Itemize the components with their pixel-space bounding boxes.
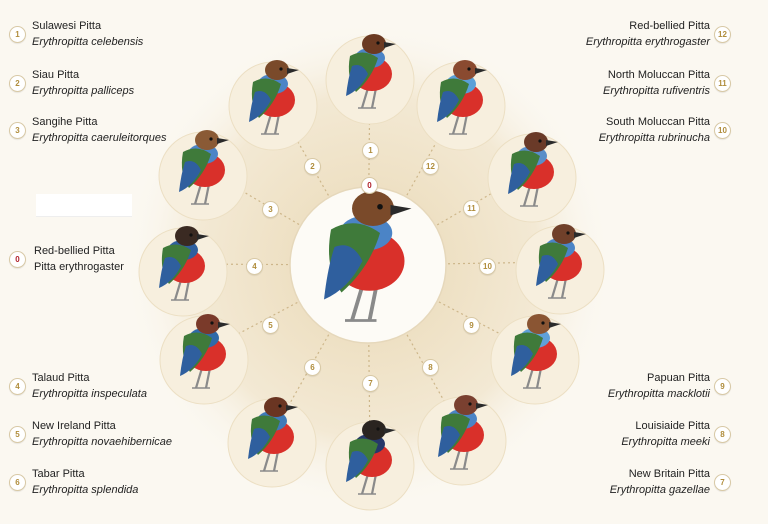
- scientific-name: Erythropitta caeruleitorques: [32, 132, 167, 144]
- badge-5: 5: [9, 426, 26, 443]
- pitta-bird-icon: [248, 397, 298, 472]
- pitta-bird-icon: [508, 132, 558, 207]
- scientific-name: Pitta erythrogaster: [34, 261, 124, 273]
- badge-4: 4: [9, 378, 26, 395]
- center-badge-0: 0: [361, 177, 378, 194]
- scientific-name: Erythropitta celebensis: [32, 36, 144, 48]
- badge-2: 2: [9, 75, 26, 92]
- scientific-name: Erythropitta rufiventris: [603, 85, 710, 97]
- badge-8: 8: [714, 426, 731, 443]
- pitta-bird-icon: [536, 224, 586, 299]
- pitta-bird-icon: [346, 34, 396, 109]
- scientific-name: Erythropitta meeki: [621, 436, 710, 448]
- common-name: Sulawesi Pitta: [32, 20, 102, 32]
- wheel-badge-10: 10: [479, 258, 496, 275]
- common-name: South Moluccan Pitta: [606, 116, 710, 128]
- wheel-badge-2: 2: [304, 158, 321, 175]
- wheel-badge-9: 9: [463, 317, 480, 334]
- badge-3: 3: [9, 122, 26, 139]
- badge-11: 11: [714, 75, 731, 92]
- pitta-bird-icon: [511, 314, 561, 389]
- wheel-badge-8: 8: [422, 359, 439, 376]
- wheel-badge-3: 3: [262, 201, 279, 218]
- badge-12: 12: [714, 26, 731, 43]
- common-name: Siau Pitta: [32, 69, 80, 81]
- common-name: Papuan Pitta: [647, 372, 710, 384]
- scientific-name: Erythropitta rubrinucha: [598, 132, 710, 144]
- common-name: Tabar Pitta: [32, 468, 85, 480]
- scientific-name: Erythropitta palliceps: [32, 85, 135, 97]
- wheel-badge-11: 11: [463, 200, 480, 217]
- badge-0: 0: [9, 251, 26, 268]
- common-name: North Moluccan Pitta: [607, 69, 710, 81]
- common-name: New Britain Pitta: [628, 468, 710, 480]
- badge-7: 7: [714, 474, 731, 491]
- badge-9: 9: [714, 378, 731, 395]
- scientific-name: Erythropitta splendida: [32, 484, 139, 496]
- common-name: Talaud Pitta: [32, 372, 90, 384]
- common-name: Red-bellied Pitta: [629, 20, 710, 32]
- blank-box: [36, 194, 132, 217]
- badge-6: 6: [9, 474, 26, 491]
- scientific-name: Erythropitta gazellae: [609, 484, 710, 496]
- pitta-bird-icon: [438, 395, 488, 470]
- scientific-name: Erythropitta inspeculata: [32, 388, 147, 400]
- wheel-badge-7: 7: [362, 375, 379, 392]
- common-name: Sangihe Pitta: [32, 116, 98, 128]
- scientific-name: Erythropitta macklotii: [607, 388, 710, 400]
- common-name: Louisiaide Pitta: [635, 420, 710, 432]
- pitta-bird-icon: [346, 420, 396, 495]
- bird-illustrations: [159, 34, 586, 495]
- pitta-bird-icon: [437, 60, 487, 135]
- pitta-bird-icon: [249, 60, 299, 135]
- wheel-badge-12: 12: [422, 158, 439, 175]
- wheel-badge-1: 1: [362, 142, 379, 159]
- wheel-badge-4: 4: [246, 258, 263, 275]
- wheel-badge-5: 5: [262, 317, 279, 334]
- wheel-badge-6: 6: [304, 359, 321, 376]
- scientific-name: Erythropitta novaehibernicae: [32, 436, 173, 448]
- pitta-bird-icon: [159, 226, 209, 301]
- badge-10: 10: [714, 122, 731, 139]
- pitta-bird-icon: [324, 191, 412, 322]
- pitta-bird-icon: [179, 130, 229, 205]
- common-name: New Ireland Pitta: [32, 420, 116, 432]
- badge-1: 1: [9, 26, 26, 43]
- scientific-name: Erythropitta erythrogaster: [585, 36, 710, 48]
- pitta-bird-icon: [180, 314, 230, 389]
- common-name: Red-bellied Pitta: [34, 245, 115, 257]
